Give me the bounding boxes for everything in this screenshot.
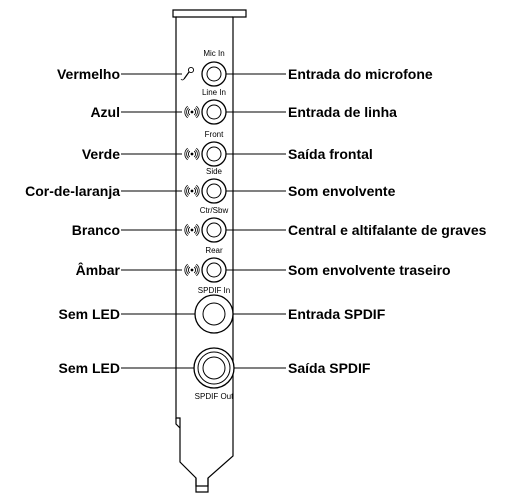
color-label-spdif-out: Sem LED: [59, 360, 120, 376]
jack-spdif-in-inner: [202, 302, 226, 326]
port-label-spdif-out: SPDIF Out: [195, 392, 234, 401]
port-label-side: Side: [206, 167, 223, 176]
led-indicator-icon: [184, 223, 200, 237]
led-indicator-icon: [184, 263, 200, 277]
jack-rear-inner: [206, 262, 222, 278]
jack-line-inner: [206, 104, 222, 120]
port-label-line: Line In: [202, 88, 226, 97]
color-label-rear: Âmbar: [76, 261, 121, 278]
port-mic: Mic In Vermelho Entrada do microfone: [57, 49, 433, 87]
port-spdif-in: SPDIF In Sem LED Entrada SPDIF: [59, 286, 386, 334]
bracket-outline: [172, 9, 247, 493]
function-label-side: Som envolvente: [288, 183, 396, 199]
function-label-spdif-in: Entrada SPDIF: [288, 306, 386, 322]
color-label-line: Azul: [90, 104, 120, 120]
microphone-icon: [180, 66, 195, 81]
port-label-spdif-in: SPDIF In: [198, 286, 230, 295]
led-indicator-icon: [184, 147, 200, 161]
function-label-rear: Som envolvente traseiro: [288, 262, 451, 278]
color-label-front: Verde: [82, 146, 120, 162]
jack-front-inner: [206, 146, 222, 162]
bracket-tab-notch: [175, 418, 181, 429]
port-label-front: Front: [205, 130, 224, 139]
jack-spdif-out-ring: [197, 351, 231, 385]
color-label-side: Cor-de-laranja: [25, 183, 120, 199]
port-label-ctr: Ctr/Sbw: [200, 206, 229, 215]
function-label-ctr: Central e altifalante de graves: [288, 222, 487, 238]
bracket-bottom-slot: [195, 478, 209, 487]
port-spdif-out: SPDIF Out Sem LED Saída SPDIF: [59, 347, 371, 401]
port-line: Line In Azul Entrada de linha: [90, 88, 397, 125]
jack-mic-inner: [206, 66, 222, 82]
jack-spdif-out-inner: [202, 356, 226, 380]
port-label-rear: Rear: [205, 246, 223, 255]
jack-ctr-inner: [206, 222, 222, 238]
function-label-mic: Entrada do microfone: [288, 66, 433, 82]
function-label-front: Saída frontal: [288, 146, 373, 162]
function-label-spdif-out: Saída SPDIF: [288, 360, 371, 376]
port-label-mic: Mic In: [203, 49, 224, 58]
color-label-mic: Vermelho: [57, 66, 120, 82]
jack-side-inner: [206, 183, 222, 199]
function-label-line: Entrada de linha: [288, 104, 397, 120]
color-label-ctr: Branco: [72, 222, 120, 238]
led-indicator-icon: [184, 184, 200, 198]
led-indicator-icon: [184, 105, 200, 119]
color-label-spdif-in: Sem LED: [59, 306, 120, 322]
